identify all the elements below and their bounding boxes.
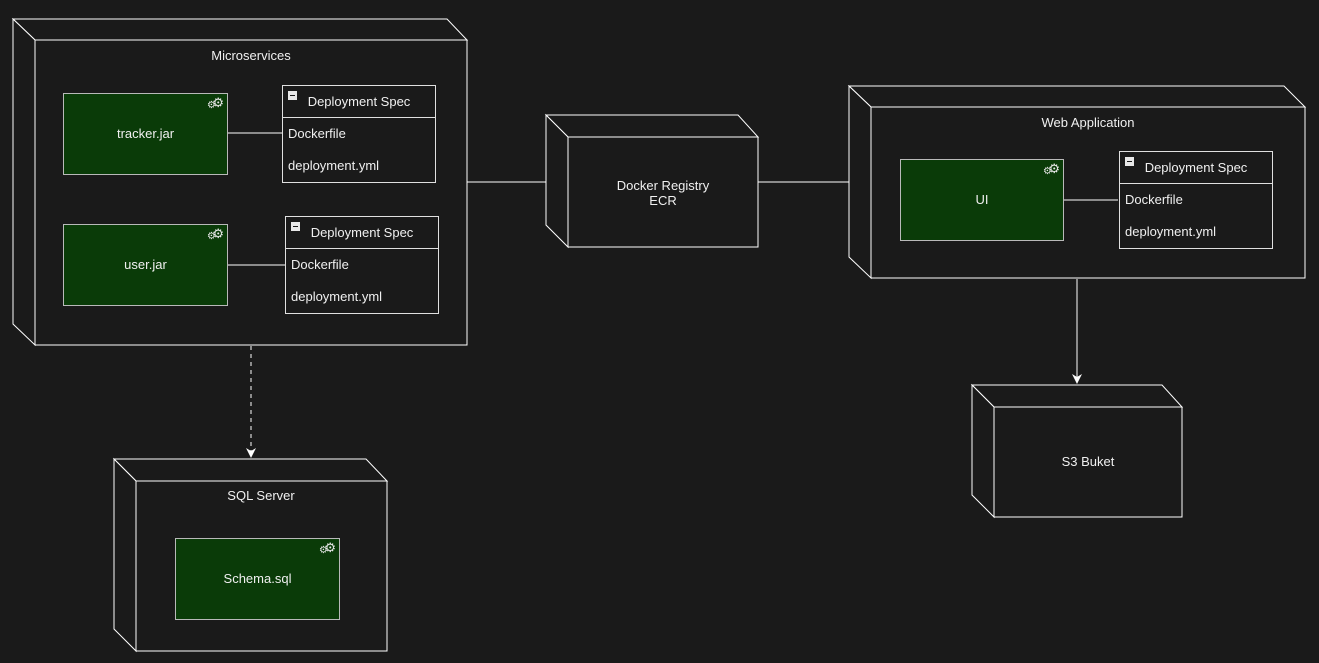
gears-icon: ⚙ <box>212 95 224 110</box>
deployment-spec-tracker[interactable]: Deployment Spec Dockerfile deployment.ym… <box>282 85 436 183</box>
spec-header-label: Deployment Spec <box>1144 160 1248 175</box>
spec-row-deployment-yml: deployment.yml <box>288 158 380 173</box>
spec-header: Deployment Spec <box>286 217 438 249</box>
gears-icon: ⚙ <box>1048 161 1060 176</box>
spec-header-label: Deployment Spec <box>307 94 411 109</box>
component-schema-sql[interactable]: ⚙ ⚙ Schema.sql <box>175 538 340 620</box>
component-user-jar[interactable]: ⚙ ⚙ user.jar <box>63 224 228 306</box>
component-tracker-jar[interactable]: ⚙ ⚙ tracker.jar <box>63 93 228 175</box>
spec-header-label: Deployment Spec <box>310 225 414 240</box>
deployment-spec-user[interactable]: Deployment Spec Dockerfile deployment.ym… <box>285 216 439 314</box>
deployment-spec-ui[interactable]: Deployment Spec Dockerfile deployment.ym… <box>1119 151 1273 249</box>
microservices-title: Microservices <box>211 48 291 63</box>
gears-icon: ⚙ <box>207 100 216 111</box>
component-label: user.jar <box>124 257 167 272</box>
gears-icon: ⚙ <box>1043 166 1052 177</box>
spec-row-deployment-yml: deployment.yml <box>291 289 383 304</box>
gears-icon: ⚙ <box>212 226 224 241</box>
node-s3-bucket[interactable] <box>970 383 1184 519</box>
component-label: Schema.sql <box>223 571 292 586</box>
sql-server-title: SQL Server <box>227 488 295 503</box>
component-ui[interactable]: ⚙ ⚙ UI <box>900 159 1064 241</box>
spec-row-deployment-yml: deployment.yml <box>1125 224 1217 239</box>
connectors <box>228 132 1118 458</box>
node-docker-registry[interactable] <box>544 113 760 249</box>
spec-header: Deployment Spec <box>1120 152 1272 184</box>
spec-row-dockerfile: Dockerfile <box>288 126 346 141</box>
component-label: tracker.jar <box>116 126 175 141</box>
component-label: UI <box>975 192 989 207</box>
gears-icon: ⚙ <box>319 545 328 556</box>
web-application-title: Web Application <box>1041 115 1135 130</box>
spec-row-dockerfile: Dockerfile <box>291 257 349 272</box>
docker-registry-subtitle: ECR <box>649 193 677 208</box>
spec-row-dockerfile: Dockerfile <box>1125 192 1183 207</box>
docker-registry-title: Docker Registry <box>616 178 710 193</box>
minus-square-icon[interactable] <box>291 222 300 231</box>
gears-icon: ⚙ <box>324 540 336 555</box>
s3-bucket-title: S3 Buket <box>1061 454 1115 469</box>
minus-square-icon[interactable] <box>288 91 297 100</box>
gears-icon: ⚙ <box>207 231 216 242</box>
spec-header: Deployment Spec <box>283 86 435 118</box>
minus-square-icon[interactable] <box>1125 157 1134 166</box>
